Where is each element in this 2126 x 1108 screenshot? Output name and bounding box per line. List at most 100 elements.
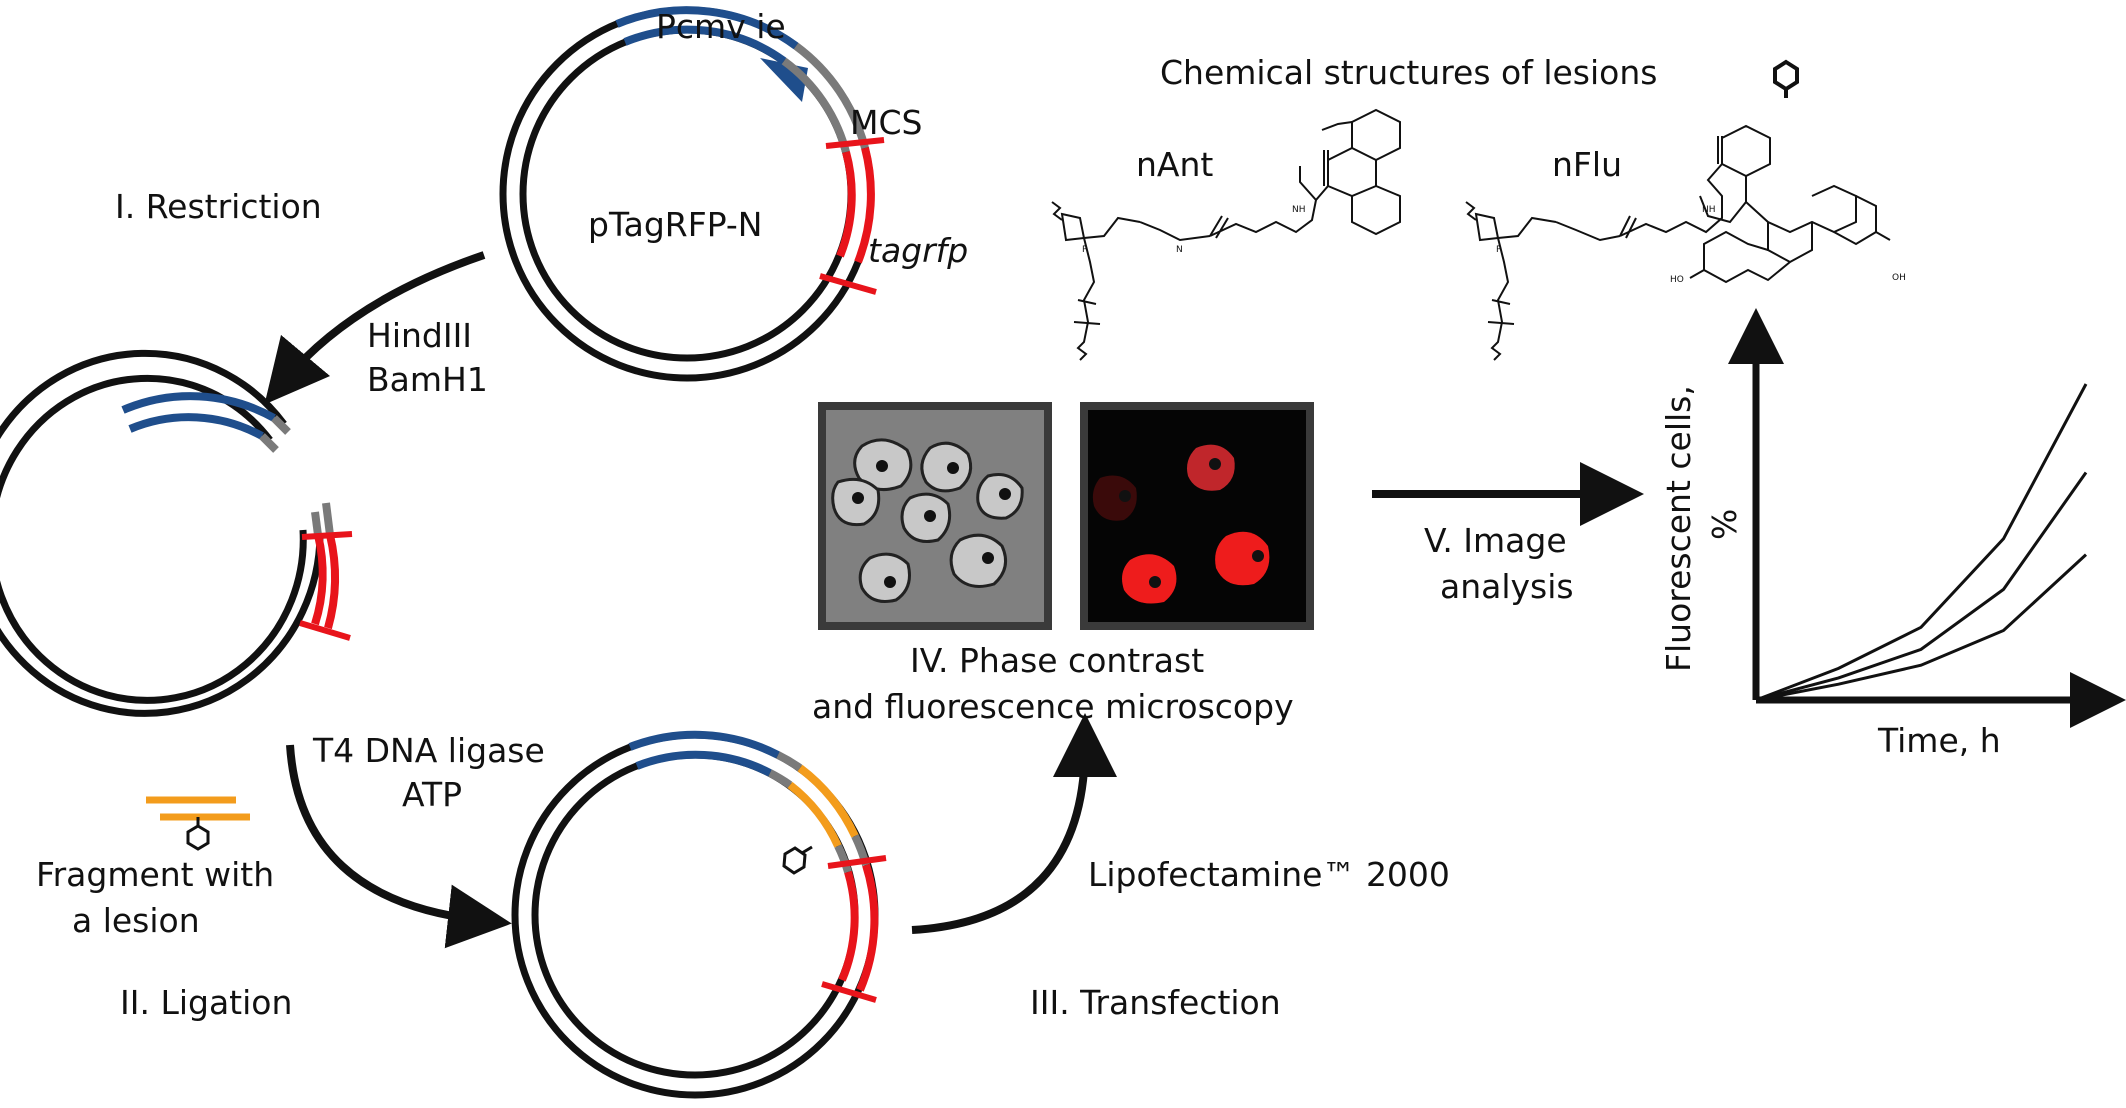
svg-text:N: N xyxy=(1176,245,1183,255)
cut-restriction-site-2 xyxy=(299,620,351,641)
nflu-label: nFlu xyxy=(1552,145,1622,184)
chart-x-label: Time, h xyxy=(1877,721,2001,760)
lp-lesion-hexagon-icon xyxy=(782,846,807,875)
lp-mcs-inner xyxy=(768,769,793,789)
step-microscopy-label-line1: IV. Phase contrast xyxy=(910,641,1204,680)
cut-promoter-inner xyxy=(128,413,264,440)
lp-mcs2-inner xyxy=(834,844,852,874)
chart-series-line-2 xyxy=(1755,471,2088,702)
phase-contrast-panel xyxy=(818,402,1052,630)
lp-restriction-site-2 xyxy=(821,981,877,1003)
lp-promoter-inner xyxy=(635,750,772,777)
phase-cell-2 xyxy=(920,441,973,493)
lesion-fragment xyxy=(146,796,250,851)
cut-promoter-outer xyxy=(121,392,276,422)
step-ligation-label: II. Ligation xyxy=(120,983,292,1022)
fragment-label-line2: a lesion xyxy=(72,901,200,940)
phase-nucleus-7 xyxy=(884,576,896,588)
restriction-arrow xyxy=(264,251,486,405)
chem-title: Chemical structures of lesions xyxy=(1160,53,1657,92)
step-analysis-label-line2: analysis xyxy=(1440,567,1574,606)
enzyme-hindiii-label: HindIII xyxy=(367,316,472,355)
atp-label: ATP xyxy=(402,775,462,814)
step-restriction-label: I. Restriction xyxy=(115,187,322,226)
lp-restriction-site-1 xyxy=(827,855,887,869)
lp-lesion-linker xyxy=(801,845,813,855)
mcs-label: MCS xyxy=(850,103,922,142)
nant-structure xyxy=(1051,108,1401,361)
tagrfp-region-outer xyxy=(854,146,875,264)
lp-mcs-outer xyxy=(776,751,803,772)
chart-series-line-1 xyxy=(1755,383,2088,702)
cut-mcs-end-outer xyxy=(322,502,334,536)
lesion-plasmid xyxy=(511,730,887,1099)
ligase-label: T4 DNA ligase xyxy=(312,731,545,770)
plasmid-ptagrfp xyxy=(499,6,885,382)
lp-mcs2-outer xyxy=(851,834,870,867)
promoter-region-inner xyxy=(623,25,787,65)
chart-series-group xyxy=(1755,383,2088,702)
fluorescence-panel xyxy=(1080,402,1314,630)
lp-tagrfp-inner xyxy=(838,870,859,982)
ligation-arrow xyxy=(286,744,512,949)
cut-plasmid-inner-strand xyxy=(0,374,307,704)
cut-mcs-outer xyxy=(271,415,291,435)
lesion-hexagon-icon xyxy=(186,824,210,851)
svg-text:P: P xyxy=(1496,245,1502,255)
fluor-cell-3 xyxy=(1122,554,1177,604)
fluor-nucleus-2 xyxy=(1119,490,1131,502)
fluor-cell-2 xyxy=(1092,475,1137,521)
cut-tagrfp-inner xyxy=(311,534,327,626)
phase-cell-6 xyxy=(949,533,1008,588)
step-transfection-label: III. Transfection xyxy=(1030,983,1281,1022)
lp-promoter-outer xyxy=(628,730,780,759)
lp-fragment-inner xyxy=(787,781,842,848)
chart-y-label-line1: Fluorescent cells, xyxy=(1659,385,1698,672)
phase-nucleus-1 xyxy=(876,460,888,472)
nflu-structure xyxy=(1465,124,1891,361)
phase-nucleus-5 xyxy=(924,510,936,522)
svg-text:OH: OH xyxy=(1892,273,1906,283)
cut-mcs-end-inner xyxy=(311,511,322,536)
tagrfp-region-inner xyxy=(836,150,856,258)
nant-label: nAnt xyxy=(1136,145,1213,184)
lp-fragment-outer xyxy=(797,764,859,838)
linearized-plasmid xyxy=(0,349,353,717)
phase-nucleus-6 xyxy=(982,552,994,564)
fluor-nucleus-1 xyxy=(1209,458,1221,470)
fluor-cell-4 xyxy=(1215,531,1270,586)
restriction-site-bamh1 xyxy=(819,273,877,295)
fluorescence-chart xyxy=(1728,308,2126,728)
promoter-region-outer xyxy=(615,6,799,50)
fragment-label-line1: Fragment with xyxy=(36,855,274,894)
step-microscopy-label-line2: and fluorescence microscopy xyxy=(812,687,1294,726)
step-analysis-label-line1: V. Image xyxy=(1424,521,1567,560)
gene-label: tagrfp xyxy=(868,231,968,270)
chart-y-label-line2: % xyxy=(1705,509,1744,540)
svg-text:NH: NH xyxy=(1292,205,1306,215)
transfection-arrow xyxy=(911,713,1117,934)
lp-tagrfp-outer xyxy=(856,863,879,992)
svg-text:NH: NH xyxy=(1702,205,1716,215)
enzyme-bamh1-label: BamH1 xyxy=(367,360,488,399)
mcs-region-inner xyxy=(781,57,850,154)
cut-plasmid-outer-strand xyxy=(0,349,324,717)
phase-nucleus-4 xyxy=(999,488,1011,500)
phase-cell-7 xyxy=(858,552,911,603)
phase-nucleus-3 xyxy=(852,492,864,504)
phase-nucleus-2 xyxy=(947,462,959,474)
fluor-nucleus-3 xyxy=(1149,576,1161,588)
lesion-hexagon-legend-icon xyxy=(1773,59,1799,98)
cut-restriction-site-1 xyxy=(301,531,353,540)
chart-series-line-3 xyxy=(1755,553,2088,702)
cut-tagrfp-outer xyxy=(324,534,339,630)
fluor-nucleus-4 xyxy=(1252,550,1264,562)
cut-mcs-inner xyxy=(259,433,279,453)
svg-text:P: P xyxy=(1082,245,1088,255)
lipofectamine-label: Lipofectamine™ 2000 xyxy=(1088,855,1450,894)
promoter-label: Pcmv ie xyxy=(656,7,786,46)
mcs-region-outer xyxy=(793,42,869,150)
svg-text:HO: HO xyxy=(1670,275,1684,285)
plasmid-name: pTagRFP-N xyxy=(588,205,763,244)
